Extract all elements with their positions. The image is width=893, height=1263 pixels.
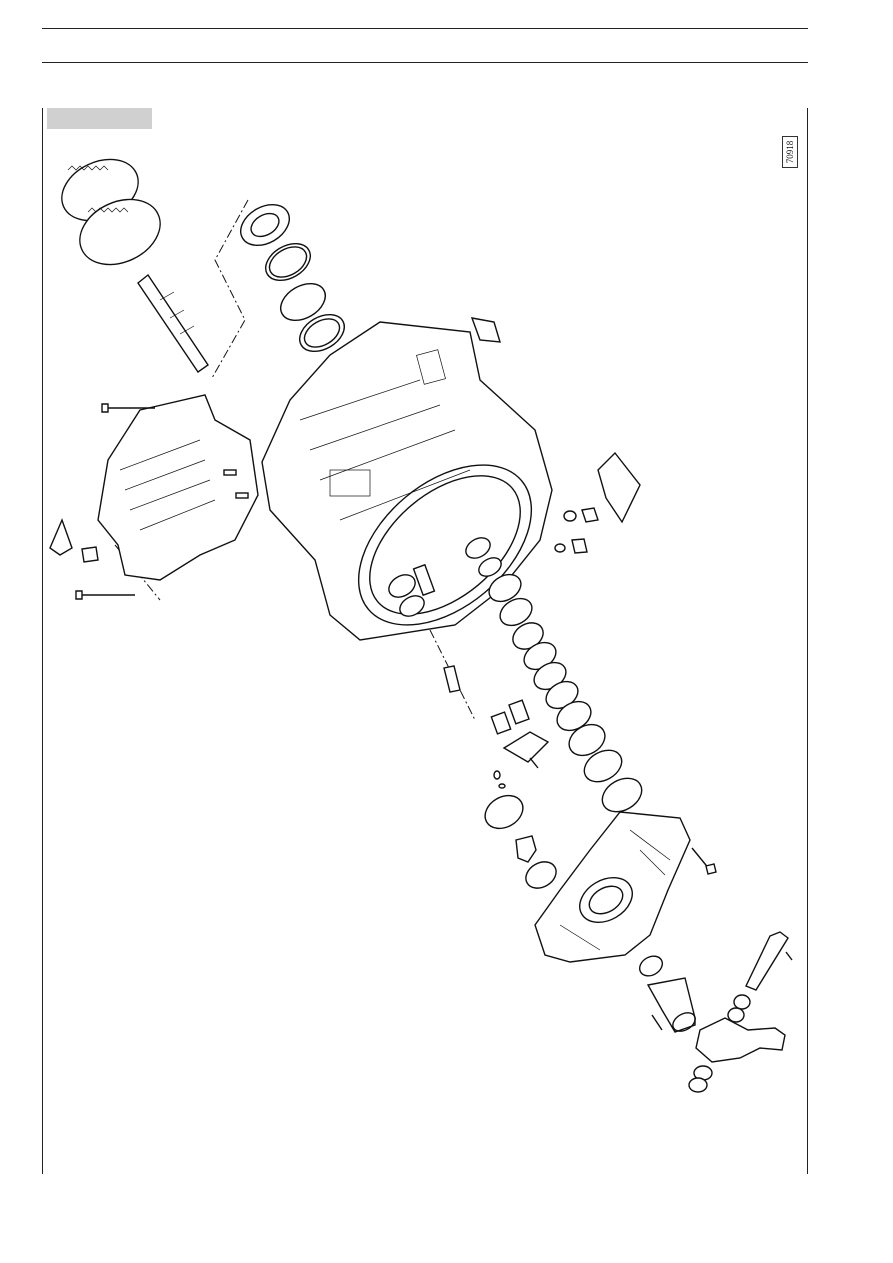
figure-frame-right — [807, 108, 808, 1174]
header-rule-top — [42, 28, 808, 29]
main-shaft — [61, 158, 209, 373]
housing-bearings — [388, 537, 502, 617]
gearbox-housing — [261, 321, 553, 641]
snap-ring — [265, 242, 345, 353]
disc-stack — [488, 573, 643, 813]
shift-fork — [688, 1017, 786, 1093]
small-parts — [484, 699, 557, 889]
cover-plate — [470, 317, 641, 554]
section-label-box — [47, 108, 152, 129]
figure-code-box: 70918 — [782, 136, 798, 168]
rear-cover — [534, 811, 717, 963]
header-rule-bottom — [42, 62, 808, 63]
shift-control-unit — [49, 394, 259, 600]
output-flange — [638, 955, 696, 1033]
housing-bolt — [443, 665, 461, 693]
figure-frame-left — [42, 108, 43, 1174]
guide-pin — [745, 931, 789, 991]
bearing — [240, 204, 290, 246]
